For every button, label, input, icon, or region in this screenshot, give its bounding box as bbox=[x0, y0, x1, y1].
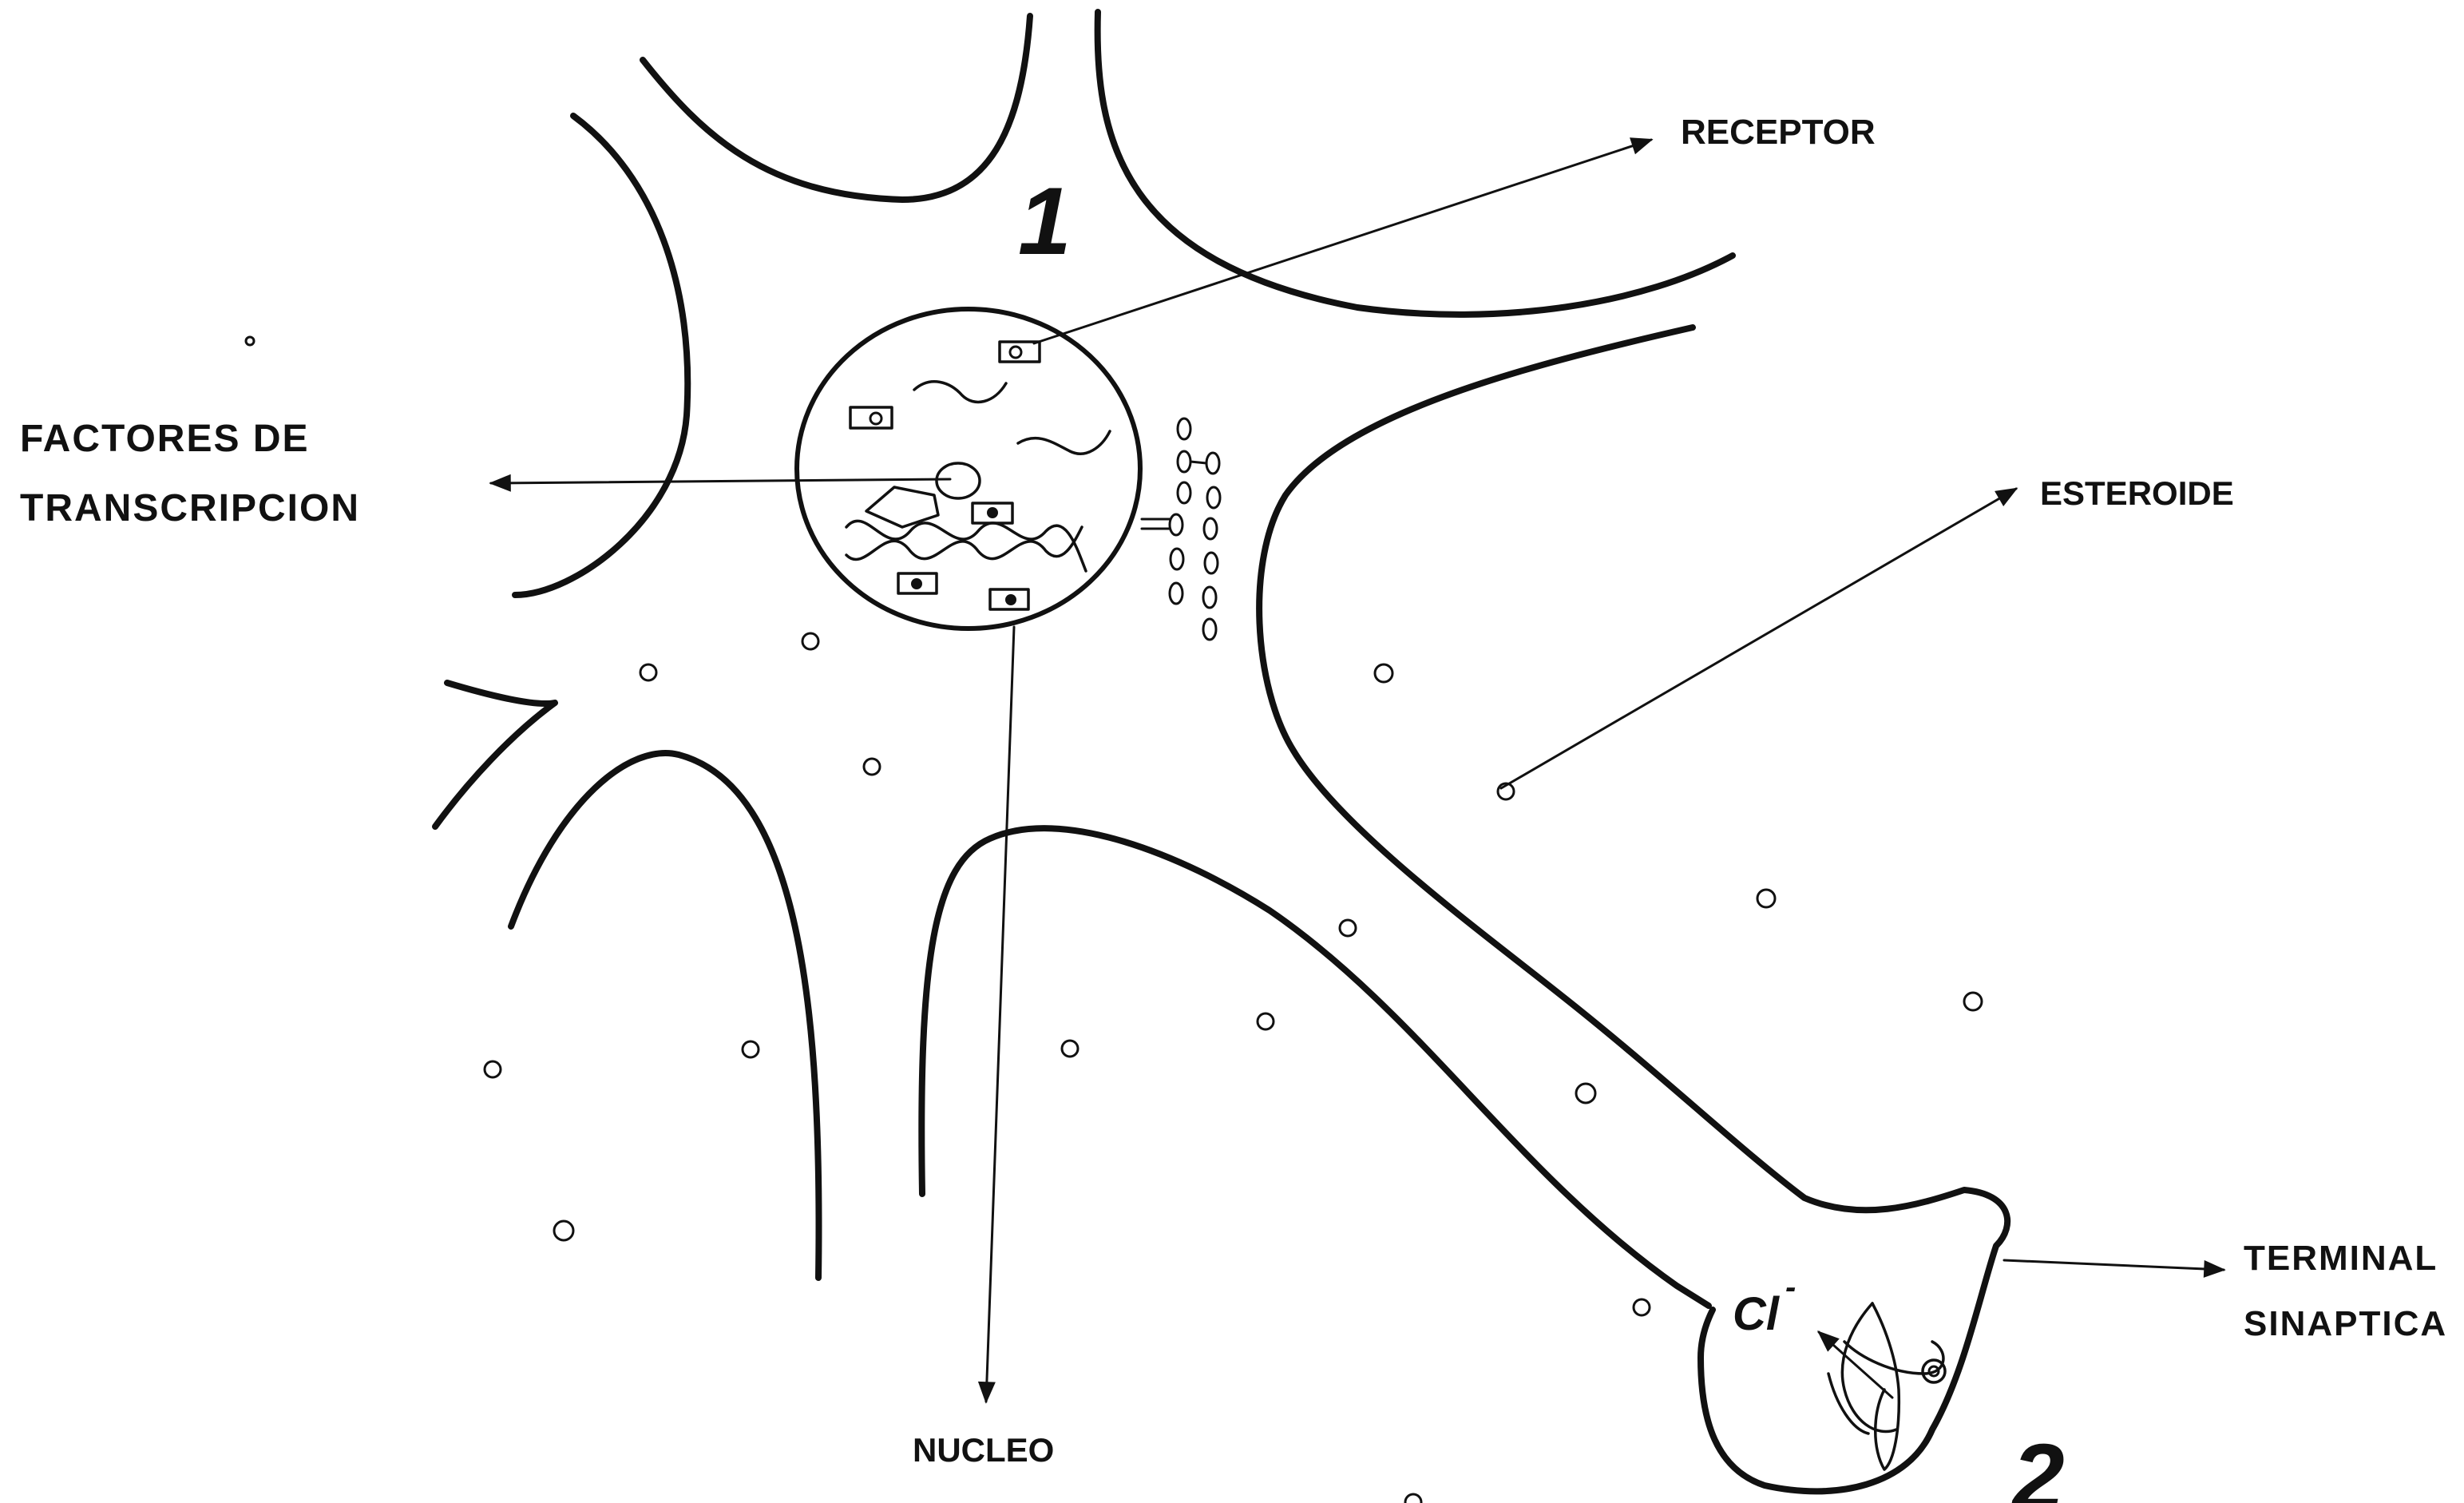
mrna-strand bbox=[914, 382, 1006, 403]
terminal-label-line2: SINAPTICA bbox=[2244, 1304, 2447, 1343]
steroid-molecule bbox=[1964, 993, 1982, 1010]
esteroide-arrow bbox=[1501, 489, 2016, 788]
steroid-molecule bbox=[864, 759, 880, 775]
labels: RECEPTOR FACTORES DE TRANSCRIPCION ESTER… bbox=[20, 113, 2447, 1503]
factores-arrow bbox=[491, 479, 950, 483]
nucleus bbox=[797, 309, 1140, 629]
region-1-number: 1 bbox=[1018, 168, 1072, 275]
transcription-factor bbox=[937, 463, 980, 498]
chloride-ion-label: Cl bbox=[1733, 1288, 1781, 1340]
mrna-strand bbox=[1018, 431, 1110, 454]
membrane-receptor-chain bbox=[1142, 418, 1220, 640]
steroid-molecule bbox=[1340, 920, 1356, 936]
receptor-ligand bbox=[1010, 347, 1021, 358]
receptor-bound-ligand bbox=[911, 578, 922, 589]
steroid-molecule bbox=[1576, 1084, 1595, 1103]
steroid-molecule bbox=[640, 664, 656, 680]
dendrite-left-upper-edge bbox=[515, 116, 687, 595]
pointer-arrows bbox=[491, 140, 2224, 1402]
region-2-number: 2 bbox=[2010, 1425, 2065, 1503]
receptor-label: RECEPTOR bbox=[1681, 113, 1876, 152]
esteroide-label: ESTEROIDE bbox=[2040, 474, 2234, 512]
receptor-bound-ligand bbox=[987, 507, 998, 518]
dendrite-left-lower-edge bbox=[435, 683, 555, 827]
nucleo-label: NUCLEO bbox=[913, 1431, 1054, 1469]
chloride-ion-charge: - bbox=[1785, 1270, 1796, 1305]
nucleus-membrane bbox=[797, 309, 1140, 629]
axon-lower-edge bbox=[921, 828, 1709, 1306]
steroid-molecule bbox=[1375, 664, 1392, 682]
terminal-label-line1: TERMINAL bbox=[2244, 1239, 2438, 1278]
receptor-bound-ligand bbox=[1005, 594, 1016, 605]
steroid-molecule bbox=[554, 1221, 573, 1240]
axon-upper-edge bbox=[1259, 327, 2007, 1491]
receptor-box bbox=[1000, 342, 1040, 362]
steroid-molecule bbox=[1405, 1494, 1421, 1503]
dendrite-top-left-edge bbox=[643, 16, 1030, 200]
steroid-molecule bbox=[485, 1061, 501, 1077]
terminal-arrow bbox=[2004, 1260, 2224, 1270]
factores-label-line1: FACTORES DE bbox=[20, 418, 310, 460]
dendrite-bottom-left-edge bbox=[511, 753, 819, 1278]
steroid-molecule bbox=[1757, 890, 1775, 907]
dendrite-top-right-edge bbox=[1098, 12, 1733, 315]
factores-label-line2: TRANSCRIPCION bbox=[20, 487, 360, 529]
steroid-molecule bbox=[246, 337, 254, 345]
transcription-factor-complex bbox=[866, 487, 938, 527]
steroid-molecule bbox=[802, 633, 818, 649]
steroid-molecule bbox=[1634, 1299, 1650, 1315]
steroid-molecule bbox=[743, 1041, 759, 1057]
receptor-ligand bbox=[870, 413, 881, 424]
steroid-molecule bbox=[1062, 1041, 1078, 1057]
steroid-molecules bbox=[246, 337, 1982, 1503]
neuron-outline bbox=[435, 12, 2007, 1491]
steroid-molecule bbox=[1258, 1013, 1274, 1029]
nucleo-arrow bbox=[986, 627, 1014, 1402]
